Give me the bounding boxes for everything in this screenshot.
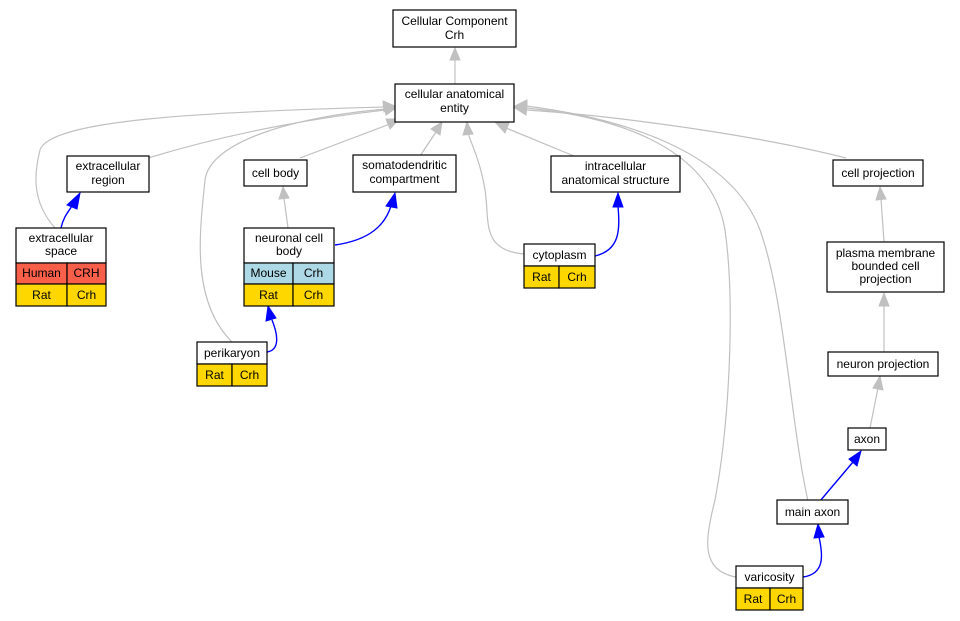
arrowhead xyxy=(449,46,461,61)
node-label: body xyxy=(276,244,302,258)
annotation-gene-cell xyxy=(292,283,335,307)
node-label: cell body xyxy=(252,166,299,180)
node-extracellular-space[interactable]: extracellular space Human CRH Rat Crh xyxy=(15,227,107,307)
edge-extracellular-space-to-extracellular-region xyxy=(60,205,73,229)
edge-perikaryon-to-cae xyxy=(199,108,387,343)
node-label: intracellular xyxy=(585,159,646,173)
arrowhead xyxy=(278,185,290,200)
arrowhead xyxy=(612,191,624,208)
node-label: plasma membrane xyxy=(836,246,936,260)
edge-main-axon-to-axon xyxy=(819,461,854,502)
annotation-species: Mouse xyxy=(250,266,286,280)
arrowhead xyxy=(813,522,825,539)
node-label: cellular anatomical xyxy=(405,87,504,101)
node-label: region xyxy=(91,173,124,187)
arrowhead xyxy=(848,449,862,467)
node-intracellular-anatomical-structure[interactable]: intracellular anatomical structure xyxy=(550,155,681,193)
edge-plasma-membrane-to-cell-projection xyxy=(880,198,885,243)
edge-perikaryon-to-neuronal-cell-body xyxy=(266,319,278,353)
node-perikaryon[interactable]: perikaryon Rat Crh xyxy=(196,341,268,387)
node-label: entity xyxy=(440,101,469,115)
node-label: Crh xyxy=(445,28,464,42)
node-somatodendritic-compartment[interactable]: somatodendritic compartment xyxy=(352,154,457,193)
annotation-gene: Crh xyxy=(304,288,323,302)
annotation-species: Rat xyxy=(259,288,278,302)
annotation-gene: Crh xyxy=(304,266,323,280)
node-label: neuron projection xyxy=(837,357,930,371)
node-plasma-membrane-bounded-cell-projection[interactable]: plasma membrane bounded cell projection xyxy=(826,241,945,293)
annotation-species: Rat xyxy=(744,592,763,606)
node-varicosity[interactable]: varicosity Rat Crh xyxy=(735,565,804,611)
node-label: axon xyxy=(854,432,880,446)
arrowhead xyxy=(66,191,81,210)
annotation-species: Rat xyxy=(32,288,51,302)
edge-cell-body-to-cae xyxy=(299,123,391,159)
annotation-gene: Crh xyxy=(777,592,796,606)
node-label: compartment xyxy=(369,172,440,186)
node-neuron-projection[interactable]: neuron projection xyxy=(827,351,939,377)
annotation-gene: Crh xyxy=(77,288,96,302)
node-cellular-anatomical-entity[interactable]: cellular anatomical entity xyxy=(394,83,515,123)
node-extracellular-region[interactable]: extracellular region xyxy=(66,155,150,193)
node-label: extracellular xyxy=(76,159,141,173)
node-label: bounded cell xyxy=(851,259,919,273)
edge-main-axon-to-cae xyxy=(525,105,809,502)
node-cellular-component[interactable]: Cellular Component Crh xyxy=(392,9,517,48)
node-label: Cellular Component xyxy=(401,14,508,28)
edge-somatodendritic-to-cae xyxy=(419,131,437,157)
node-label: somatodendritic xyxy=(362,158,447,172)
annotation-gene: Crh xyxy=(240,368,259,382)
annotation-species: Rat xyxy=(532,270,551,284)
edge-cytoplasm-to-cae xyxy=(467,132,525,255)
arrowhead xyxy=(872,374,884,391)
arrowhead xyxy=(494,122,510,134)
edge-varicosity-to-main-axon xyxy=(802,536,823,578)
edge-extracellular-space-to-cae xyxy=(35,106,385,229)
node-cell-body[interactable]: cell body xyxy=(243,159,308,187)
annotation-gene-cell xyxy=(769,587,804,611)
node-cytoplasm[interactable]: cytoplasm Rat Crh xyxy=(523,243,596,289)
node-label: extracellular xyxy=(29,231,94,245)
node-label: anatomical structure xyxy=(561,173,669,187)
edge-cytoplasm-to-intracellular xyxy=(594,205,620,257)
node-main-axon[interactable]: main axon xyxy=(776,499,849,525)
annotation-species: Rat xyxy=(205,368,224,382)
graph-edges xyxy=(35,46,890,578)
node-label: projection xyxy=(859,272,911,286)
edge-varicosity-to-cae xyxy=(525,107,737,578)
arrowhead xyxy=(265,304,277,322)
node-label: perikaryon xyxy=(204,346,260,360)
node-label: cell projection xyxy=(841,166,914,180)
node-label: main axon xyxy=(785,505,840,519)
annotation-gene-cell xyxy=(558,265,596,289)
annotation-gene: Crh xyxy=(567,270,586,284)
edge-neuronal-cell-body-to-cell-body xyxy=(283,197,289,229)
node-neuronal-cell-body[interactable]: neuronal cell body Mouse Crh Rat Crh xyxy=(243,227,335,307)
arrowhead xyxy=(383,102,398,115)
edge-extracellular-region-to-cae xyxy=(147,109,387,159)
annotation-gene: CRH xyxy=(74,266,100,280)
arrowhead xyxy=(878,291,890,307)
arrowhead xyxy=(385,191,398,209)
annotation-species: Human xyxy=(22,266,61,280)
node-label: space xyxy=(45,244,77,258)
node-label: cytoplasm xyxy=(532,248,586,262)
node-cell-projection[interactable]: cell projection xyxy=(832,159,924,187)
annotation-gene-cell xyxy=(231,363,268,387)
edge-intracellular-to-cae xyxy=(505,127,575,157)
annotation-gene-cell xyxy=(66,283,107,307)
arrowhead xyxy=(462,120,474,136)
arrowhead xyxy=(513,99,528,112)
node-axon[interactable]: axon xyxy=(847,427,887,451)
arrowhead xyxy=(875,185,887,201)
graph-nodes: Cellular Component Crh cellular anatomic… xyxy=(15,9,945,611)
edge-cell-projection-to-cae xyxy=(525,109,847,159)
arrowhead xyxy=(430,120,443,136)
node-label: neuronal cell xyxy=(255,231,323,245)
edge-axon-to-neuron-projection xyxy=(869,387,879,429)
node-label: varicosity xyxy=(744,570,794,584)
edge-neuronal-cell-body-to-somatodendritic xyxy=(334,205,392,246)
